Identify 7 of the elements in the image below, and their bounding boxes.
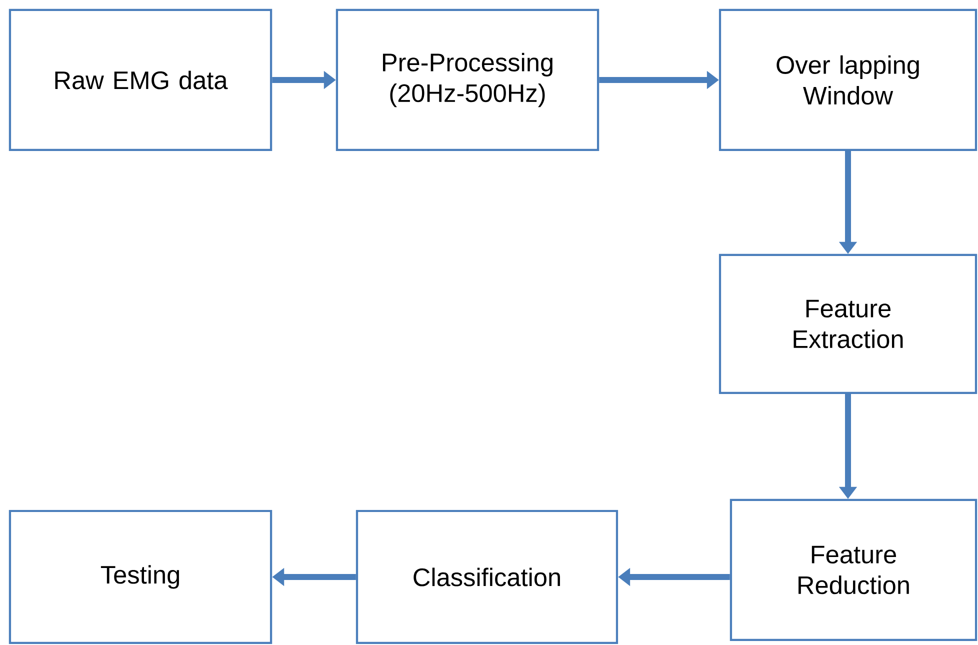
process-box: Over lapping Window (718, 8, 978, 152)
process-box: Pre-Processing (20Hz-500Hz) (336, 8, 600, 152)
process-box: Classification (356, 510, 618, 644)
process-box: Testing (8, 510, 272, 644)
process-box: Raw EMG data (8, 8, 272, 152)
process-box: Feature Reduction (730, 498, 978, 642)
process-box: Feature Extraction (718, 254, 978, 394)
